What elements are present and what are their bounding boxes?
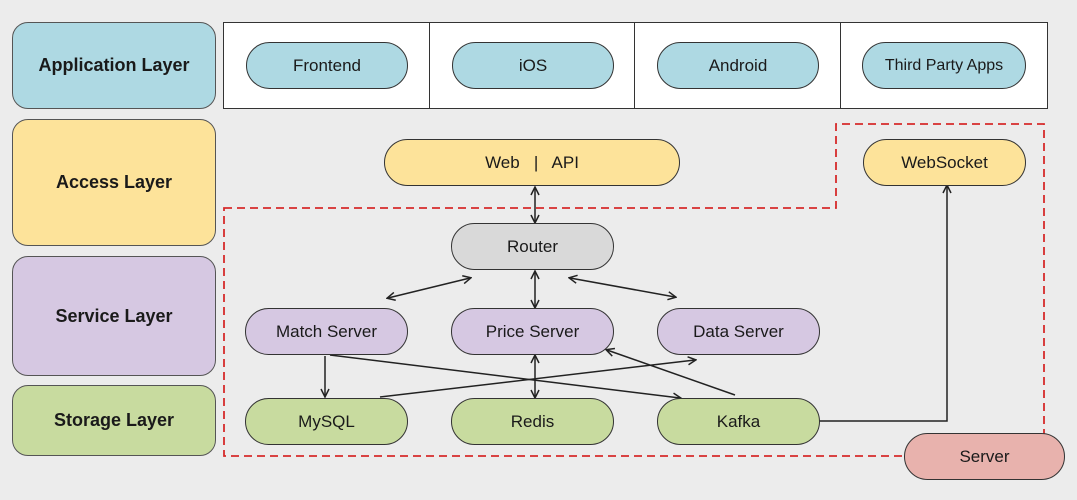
arrow-router-data [570,278,675,297]
app-ios: iOS [452,42,614,89]
app-divider [634,22,635,109]
arrow-match-kafka [329,354,680,398]
service-layer-label: Service Layer [12,256,216,376]
match-server-node: Match Server [245,308,408,355]
arrow-router-match [388,278,470,298]
access-layer-label: Access Layer [12,119,216,246]
data-server-node: Data Server [657,308,820,355]
arrow-mysql-data [379,360,695,398]
kafka-node: Kafka [657,398,820,445]
storage-layer-label: Storage Layer [12,385,216,456]
application-layer-label: Application Layer [12,22,216,109]
app-third-party: Third Party Apps [862,42,1026,89]
arrow-kafka-price [607,350,736,396]
router-node: Router [451,223,614,270]
server-label: Server [904,433,1065,480]
websocket-node: WebSocket [863,139,1026,186]
price-server-node: Price Server [451,308,614,355]
app-divider [429,22,430,109]
server-boundary [223,123,1045,457]
arrow-kafka-websocket [819,186,947,422]
web-api-node: Web | API [384,139,680,186]
app-divider [840,22,841,109]
mysql-node: MySQL [245,398,408,445]
app-frontend: Frontend [246,42,408,89]
redis-node: Redis [451,398,614,445]
app-android: Android [657,42,819,89]
